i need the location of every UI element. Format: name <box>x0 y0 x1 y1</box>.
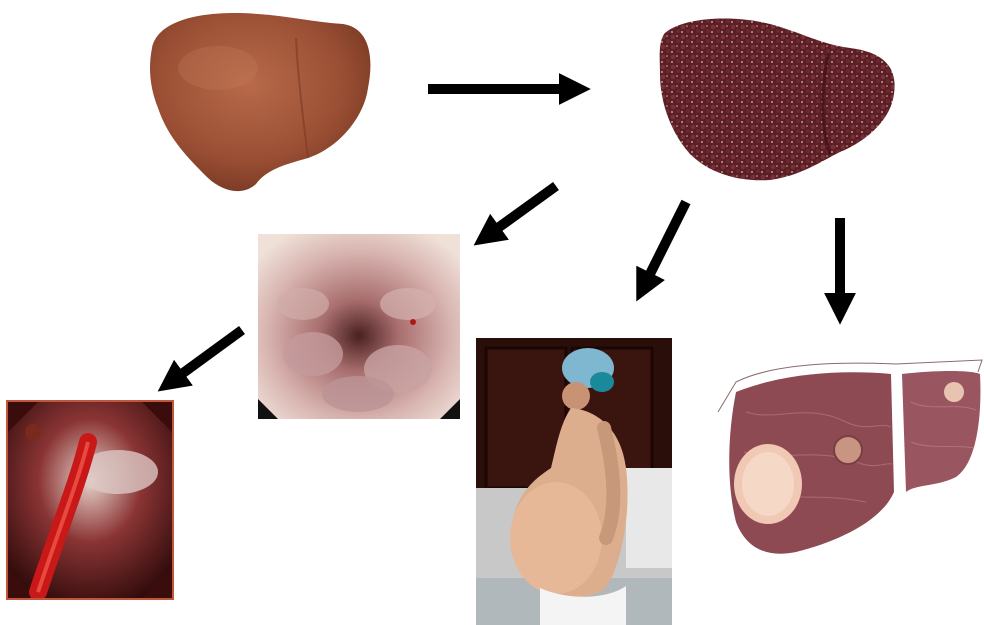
arrow-cirrhotic-to-varices <box>484 186 556 238</box>
ascites-patient-image <box>476 338 672 625</box>
cirrhotic-liver-icon <box>650 4 900 186</box>
variceal-bleeding-image <box>6 400 174 600</box>
esophageal-varices-image <box>258 234 460 419</box>
ascites-patient-icon <box>476 338 672 625</box>
cirrhotic-liver-image <box>650 4 900 186</box>
healthy-liver-image <box>138 8 378 198</box>
arrow-cirrhotic-to-ascites <box>642 202 686 290</box>
esophageal-varices-icon <box>258 234 460 419</box>
arrow-varices-to-bleeding <box>168 330 242 384</box>
healthy-liver-icon <box>138 8 378 198</box>
liver-tumor-image <box>716 352 984 562</box>
liver-tumor-icon <box>716 352 984 562</box>
variceal-bleeding-icon <box>8 402 172 598</box>
